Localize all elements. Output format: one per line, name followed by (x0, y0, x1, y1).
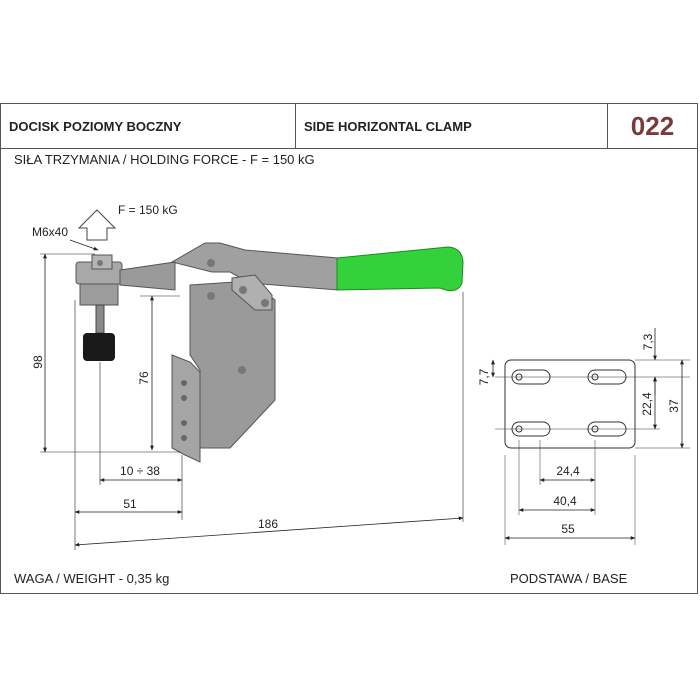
screw-label: M6x40 (32, 225, 68, 239)
weight-text: WAGA / WEIGHT - 0,35 kg (14, 571, 170, 586)
title-english: SIDE HORIZONTAL CLAMP (296, 104, 608, 149)
product-code: 022 (608, 104, 697, 149)
base-dim-7-3: 7,3 (641, 333, 655, 350)
clamp-handle (336, 246, 464, 292)
base-label: PODSTAWA / BASE (510, 571, 628, 586)
dim-51-label: 51 (123, 497, 137, 511)
holding-force-text: SIŁA TRZYMANIA / HOLDING FORCE - F = 150… (14, 152, 315, 167)
spec-sheet: DOCISK POZIOMY BOCZNY SIDE HORIZONTAL CL… (0, 103, 698, 594)
dim-range-label: 10 ÷ 38 (120, 464, 160, 478)
base-dim-37: 37 (667, 399, 681, 413)
base-dim-7-7: 7,7 (477, 368, 491, 385)
force-label: F = 150 kG (118, 203, 178, 217)
base-dim-24-4: 24,4 (556, 464, 580, 478)
dim-76-label: 76 (137, 371, 151, 385)
title-polish: DOCISK POZIOMY BOCZNY (1, 104, 296, 149)
dim-186-label: 186 (258, 517, 278, 531)
base-plate-drawing (495, 359, 690, 545)
base-dim-40-4: 40,4 (553, 494, 577, 508)
dim-98-label: 98 (31, 355, 45, 369)
clamp-body (75, 242, 339, 463)
base-dim-55: 55 (561, 522, 575, 536)
force-arrow-icon (77, 209, 117, 241)
base-dim-22-4: 22,4 (640, 392, 654, 416)
